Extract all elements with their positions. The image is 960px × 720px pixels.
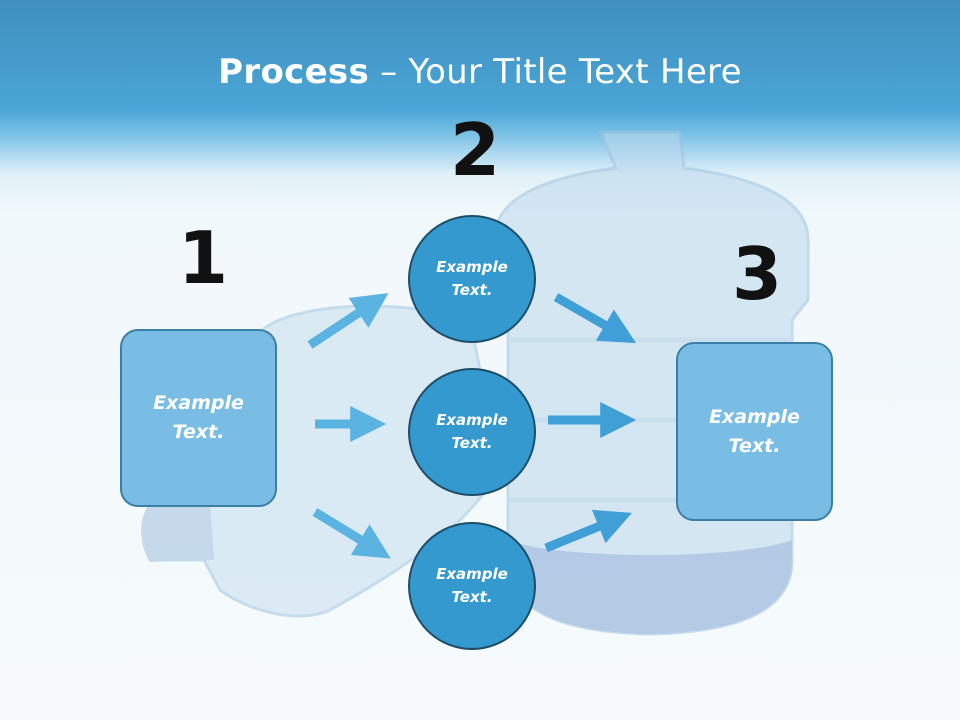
arrow-2c-to-3 — [544, 509, 632, 553]
slide-title: Process – Your Title Text Here — [0, 52, 960, 92]
step-3-box: Example Text. — [676, 342, 833, 521]
step-3-number: 3 — [732, 232, 783, 316]
arrow-1-to-2c — [312, 508, 391, 559]
step-2-number: 2 — [450, 108, 501, 192]
step-3-text: Example Text. — [709, 405, 800, 457]
step-1-number: 1 — [178, 216, 229, 300]
step-2-circle-3-text: Example Text. — [436, 565, 508, 606]
step-2-circle-2-text: Example Text. — [436, 411, 508, 452]
step-2-circle-1: Example Text. — [408, 215, 536, 343]
arrow-1-to-2a — [307, 293, 389, 349]
step-2-circle-2: Example Text. — [408, 368, 536, 496]
step-1-text: Example Text. — [153, 392, 244, 443]
step-2-circle-1-text: Example Text. — [436, 258, 508, 299]
step-1-box: Example Text. — [120, 329, 277, 507]
arrow-2a-to-3 — [553, 293, 637, 344]
title-rest: – Your Title Text Here — [369, 52, 742, 92]
title-bold: Process — [218, 52, 370, 92]
step-2-circle-3: Example Text. — [408, 522, 536, 650]
